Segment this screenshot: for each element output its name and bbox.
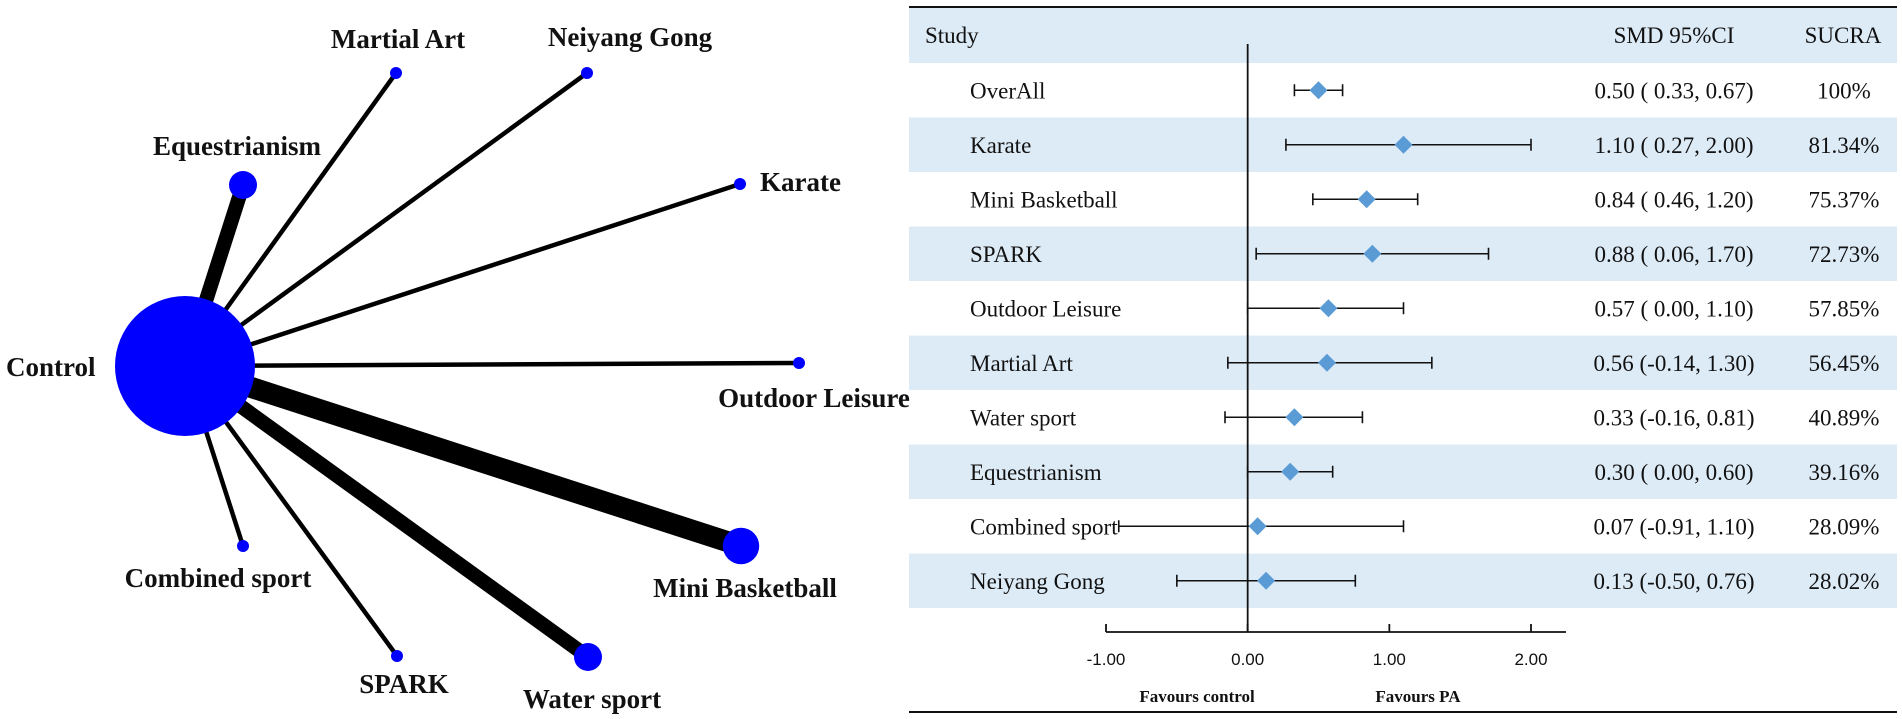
- node-control: [115, 296, 255, 436]
- row-bg-equestrianism: [909, 444, 1897, 499]
- ci-marks: [1117, 81, 1532, 590]
- sucra-overall: 100%: [1817, 78, 1871, 103]
- header-smd-ci: SMD 95%CI: [1614, 23, 1735, 48]
- point-estimate-mini-basketball: [1357, 190, 1376, 209]
- x-tick-label-1: 0.00: [1231, 650, 1264, 669]
- node-label-outdoor-leisure: Outdoor Leisure: [718, 383, 910, 413]
- forest-plot: Study SMD 95%CI SUCRA OverAll 0.50 ( 0.33…: [909, 6, 1897, 713]
- header-study: Study: [925, 23, 979, 48]
- sucra-combined-sport: 28.09%: [1809, 514, 1880, 539]
- edge-control-water-sport: [180, 360, 593, 663]
- point-estimate-equestrianism: [1281, 462, 1300, 481]
- favours-control-label: Favours control: [1139, 687, 1255, 706]
- sucra-martial-art: 56.45%: [1809, 351, 1880, 376]
- edge-control-neiyang-gong: [183, 71, 589, 368]
- x-tick-label-2: 1.00: [1373, 650, 1406, 669]
- network-nodes: [115, 67, 805, 671]
- study-label-martial-art: Martial Art: [970, 351, 1073, 376]
- ci-text-overall: 0.50 ( 0.33, 0.67): [1594, 78, 1753, 103]
- ci-text-water-sport: 0.33 (-0.16, 0.81): [1594, 405, 1755, 430]
- point-estimate-spark: [1363, 244, 1382, 263]
- x-axis: -1.00 0.00 1.00 2.00: [1087, 624, 1566, 669]
- study-label-combined-sport: Combined sport: [970, 514, 1118, 539]
- node-neiyang-gong: [581, 67, 593, 79]
- study-label-neiyang-gong: Neiyang Gong: [970, 569, 1105, 594]
- sucra-outdoor-leisure: 57.85%: [1809, 296, 1880, 321]
- node-spark: [391, 650, 403, 662]
- ci-text-mini-basketball: 0.84 ( 0.46, 1.20): [1594, 187, 1753, 212]
- sucra-mini-basketball: 75.37%: [1809, 187, 1880, 212]
- network-plot: Control Martial Art Neiyang GongEquestrian…: [6, 22, 910, 714]
- node-water-sport: [574, 643, 602, 671]
- node-label-equestrianism: Equestrianism: [153, 131, 322, 161]
- node-label-martial-art: Martial Art: [331, 24, 465, 54]
- study-label-outdoor-leisure: Outdoor Leisure: [970, 296, 1121, 321]
- node-label-mini-basketball: Mini Basketball: [653, 573, 837, 603]
- point-estimate-martial-art: [1318, 353, 1336, 372]
- point-estimate-neiyang-gong: [1257, 571, 1276, 590]
- ci-text-martial-art: 0.56 (-0.14, 1.30): [1594, 351, 1755, 376]
- sucra-equestrianism: 39.16%: [1809, 460, 1880, 485]
- x-tick-label-3: 2.00: [1514, 650, 1547, 669]
- ci-text-equestrianism: 0.30 ( 0.00, 0.60): [1594, 460, 1753, 485]
- ci-text-combined-sport: 0.07 (-0.91, 1.10): [1594, 514, 1755, 539]
- node-label-water-sport: Water sport: [523, 684, 661, 714]
- point-estimate-outdoor-leisure: [1319, 299, 1338, 318]
- study-label-spark: SPARK: [970, 242, 1042, 267]
- ci-text-neiyang-gong: 0.13 (-0.50, 0.76): [1594, 569, 1755, 594]
- sucra-water-sport: 40.89%: [1809, 405, 1880, 430]
- study-label-karate: Karate: [970, 133, 1031, 158]
- node-mini-basketball: [722, 527, 760, 565]
- table-header-background: [909, 8, 1897, 63]
- node-label-karate: Karate: [760, 167, 841, 197]
- node-karate: [734, 178, 746, 190]
- point-estimate-water-sport: [1285, 408, 1304, 427]
- sucra-karate: 81.34%: [1809, 133, 1880, 158]
- study-label-water-sport: Water sport: [970, 405, 1077, 430]
- row-texts: OverAll 0.50 ( 0.33, 0.67) 100% Karate 1.10 …: [970, 78, 1879, 594]
- node-label-control: Control: [6, 352, 96, 382]
- header-sucra: SUCRA: [1805, 23, 1882, 48]
- study-label-mini-basketball: Mini Basketball: [970, 187, 1118, 212]
- edge-control-outdoor-leisure: [184, 360, 800, 369]
- favours-pa-label: Favours PA: [1375, 687, 1461, 706]
- node-equestrianism: [229, 171, 257, 199]
- ci-text-outdoor-leisure: 0.57 ( 0.00, 1.10): [1594, 296, 1753, 321]
- edge-control-mini-basketball: [181, 356, 745, 556]
- node-outdoor-leisure: [793, 357, 805, 369]
- point-estimate-overall: [1309, 81, 1328, 100]
- sucra-spark: 72.73%: [1809, 242, 1880, 267]
- sucra-neiyang-gong: 28.02%: [1809, 569, 1880, 594]
- node-label-neiyang-gong: Neiyang Gong: [548, 22, 713, 52]
- node-combined-sport: [237, 540, 249, 552]
- network-labels: Control Martial Art Neiyang GongEquestrian…: [6, 22, 910, 714]
- ci-text-spark: 0.88 ( 0.06, 1.70): [1594, 242, 1753, 267]
- point-estimate-combined-sport: [1248, 517, 1267, 536]
- ci-text-karate: 1.10 ( 0.27, 2.00): [1594, 133, 1753, 158]
- study-label-equestrianism: Equestrianism: [970, 460, 1102, 485]
- x-tick-label-0: -1.00: [1087, 650, 1126, 669]
- node-martial-art: [390, 67, 402, 79]
- point-estimate-karate: [1394, 135, 1413, 154]
- edge-control-karate: [184, 181, 741, 369]
- node-label-combined-sport: Combined sport: [125, 563, 312, 593]
- node-label-spark: SPARK: [359, 669, 449, 699]
- study-label-overall: OverAll: [970, 78, 1045, 103]
- row-bg-neiyang-gong: [909, 553, 1897, 608]
